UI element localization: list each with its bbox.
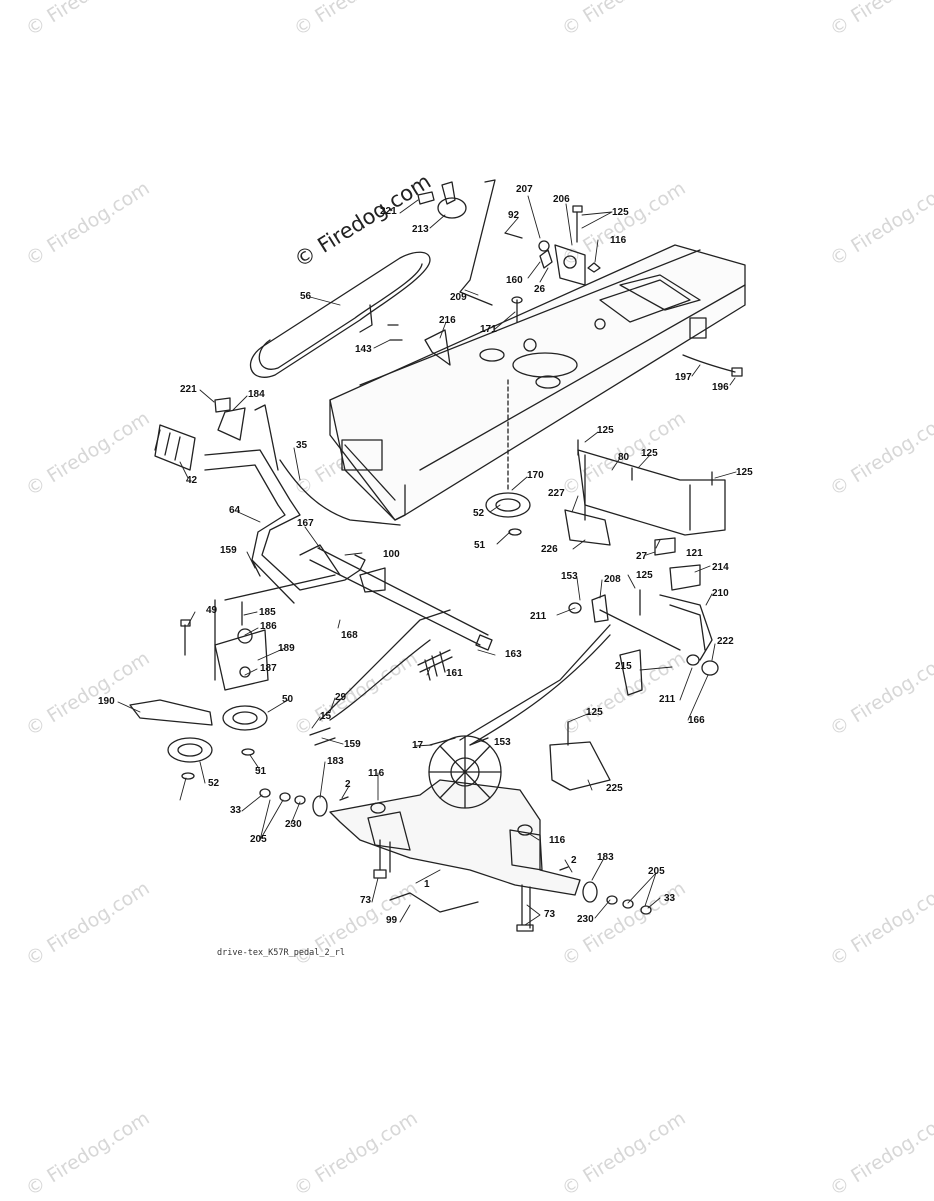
callout-label: 15 xyxy=(320,711,332,722)
callout-label: 211 xyxy=(659,694,676,705)
callout-label: 116 xyxy=(610,235,627,246)
frame-rail xyxy=(329,244,746,521)
callout-label: 209 xyxy=(450,292,467,303)
callout-label: 163 xyxy=(505,649,522,660)
callout-label: 64 xyxy=(229,505,241,516)
callout-label: 125 xyxy=(586,707,603,718)
callout-label: 99 xyxy=(386,915,398,926)
callout-label: 17 xyxy=(412,740,424,751)
callout-label: 221 xyxy=(180,384,197,395)
callout-label: 171 xyxy=(480,324,497,335)
callout-label: 153 xyxy=(494,737,511,748)
callout-label: 161 xyxy=(446,668,463,679)
callout-label: 210 xyxy=(712,588,729,599)
callout-label: 52 xyxy=(473,508,485,519)
callout-label: 159 xyxy=(344,739,361,750)
callout-label: 33 xyxy=(664,893,676,904)
callout-label: 51 xyxy=(255,766,267,777)
callout-label: 214 xyxy=(712,562,729,573)
callout-label: 50 xyxy=(282,694,294,705)
callout-label: 185 xyxy=(259,607,276,618)
callout-label: 206 xyxy=(553,194,570,205)
callout-label: 215 xyxy=(615,661,632,672)
callout-label: 230 xyxy=(577,914,594,925)
callout-label: 186 xyxy=(260,621,277,632)
linkage-rods xyxy=(309,609,611,746)
callout-label: 205 xyxy=(648,866,665,877)
callout-label: 227 xyxy=(548,488,565,499)
callout-label: 183 xyxy=(597,852,614,863)
callout-label: 116 xyxy=(368,768,385,779)
callout-label: 125 xyxy=(612,207,629,218)
callout-label: 196 xyxy=(712,382,729,393)
callout-label: 73 xyxy=(544,909,556,920)
callout-label: 125 xyxy=(736,467,753,478)
callout-label: 2 xyxy=(571,855,577,866)
right-bracket xyxy=(564,439,726,591)
callout-label: 207 xyxy=(516,184,533,195)
callout-label: 221 xyxy=(380,206,397,217)
callout-label: 73 xyxy=(360,895,372,906)
callout-label: 143 xyxy=(355,344,372,355)
callout-label: 197 xyxy=(675,372,692,383)
callout-label: 125 xyxy=(641,448,658,459)
callout-label: 33 xyxy=(230,805,242,816)
transaxle xyxy=(259,735,652,932)
callout-label: 168 xyxy=(341,630,358,641)
callout-label: 205 xyxy=(250,834,267,845)
callout-label: 51 xyxy=(474,540,486,551)
callout-label: 153 xyxy=(561,571,578,582)
callout-label: 125 xyxy=(597,425,614,436)
callout-label: 125 xyxy=(636,570,653,581)
callout-label: 92 xyxy=(508,210,520,221)
center-pulley xyxy=(485,379,531,536)
callout-label: 189 xyxy=(278,643,295,654)
top-hardware xyxy=(387,179,743,377)
callout-label: 211 xyxy=(530,611,547,622)
idler-bracket-left xyxy=(129,574,336,780)
callout-label: 100 xyxy=(383,549,400,560)
callout-label: 184 xyxy=(248,389,265,400)
callout-label: 29 xyxy=(335,692,347,703)
callout-label: 2 xyxy=(345,779,351,790)
callout-label: 160 xyxy=(506,275,523,286)
callout-label: 225 xyxy=(606,783,623,794)
callout-label: 226 xyxy=(541,544,558,555)
callout-label: 222 xyxy=(717,636,734,647)
callout-label: 208 xyxy=(604,574,621,585)
drawing-reference-caption: drive-tex_K57R_pedal_2_rl xyxy=(217,948,345,958)
callout-label: 121 xyxy=(686,548,703,559)
callout-label: 1 xyxy=(424,879,430,890)
callout-label: 27 xyxy=(636,551,648,562)
callout-label: 49 xyxy=(206,605,218,616)
drive-belt xyxy=(249,251,431,378)
callout-label: 170 xyxy=(527,470,544,481)
callout-label: 213 xyxy=(412,224,429,235)
callout-label: 26 xyxy=(534,284,546,295)
callout-label: 166 xyxy=(688,715,705,726)
callout-label: 216 xyxy=(439,315,456,326)
callout-label: 187 xyxy=(260,663,277,674)
callout-label: 183 xyxy=(327,756,344,767)
callout-label: 159 xyxy=(220,545,237,556)
pedal-assembly xyxy=(549,589,719,791)
leader-lines xyxy=(117,195,737,926)
callout-label: 42 xyxy=(186,475,198,486)
callout-label: 80 xyxy=(618,452,630,463)
callout-label: 52 xyxy=(208,778,220,789)
callout-label: 167 xyxy=(297,518,314,529)
callout-label: 230 xyxy=(285,819,302,830)
callout-label: 116 xyxy=(549,835,566,846)
callout-label: 56 xyxy=(300,291,312,302)
callout-label: 190 xyxy=(98,696,115,707)
callout-label: 35 xyxy=(296,440,308,451)
lever-assembly xyxy=(154,397,493,651)
